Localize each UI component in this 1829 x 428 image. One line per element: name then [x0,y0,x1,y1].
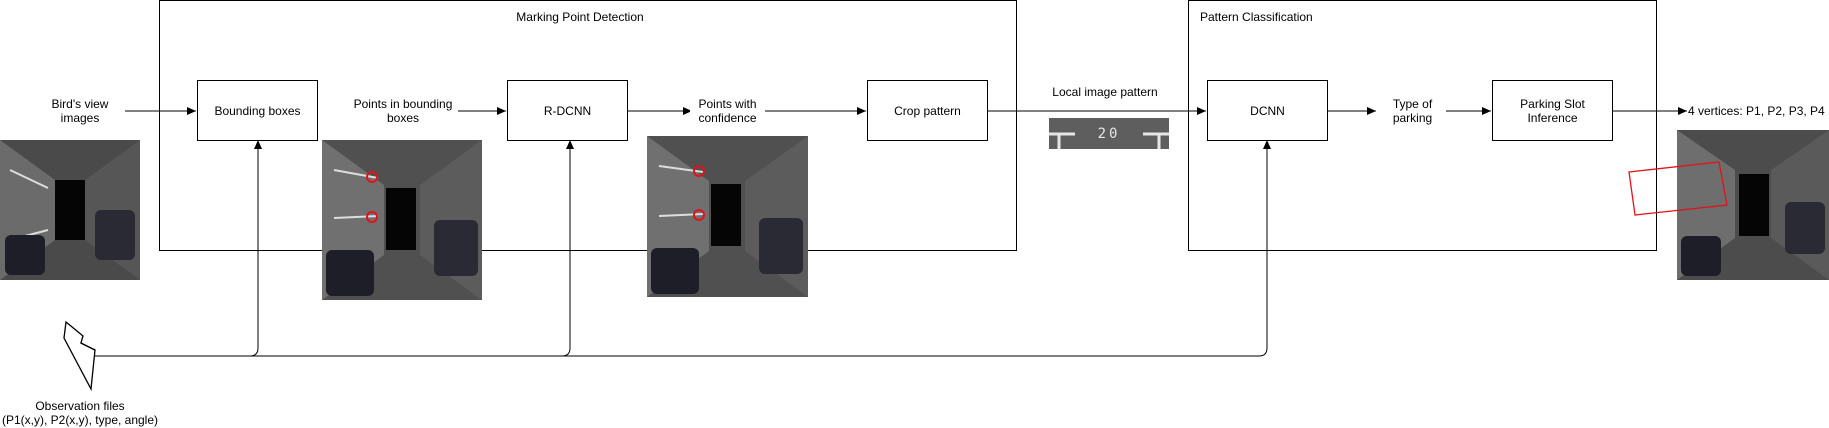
document-icon [63,320,96,392]
crop-pattern-box: Crop pattern [867,80,988,141]
points-conf-label: Points with confidence [690,97,765,125]
local-pattern-image: 20 [1049,118,1169,149]
points-conf-image [647,136,808,297]
local-pattern-label: Local image pattern [1052,85,1158,99]
birds-view-label: Bird's view images [51,97,109,125]
pattern-classification-group [1188,0,1657,251]
observation-files-label: Observation files [35,399,125,413]
result-image [1677,130,1829,280]
points-in-bb-label: Points in bounding boxes [348,97,458,125]
parking-slot-inference-box: Parking Slot Inference [1492,80,1613,141]
type-of-parking-label: Type of parking [1380,97,1445,125]
dcnn-box: DCNN [1207,80,1328,141]
points-in-bb-image [322,140,482,300]
birds-view-image [0,140,140,280]
bounding-boxes-box: Bounding boxes [197,80,318,141]
marking-point-detection-title: Marking Point Detection [516,10,644,24]
vertices-label: 4 vertices: P1, P2, P3, P4 [1688,104,1825,118]
pattern-classification-title: Pattern Classification [1200,10,1313,24]
pattern-number: 20 [1097,126,1121,142]
marking-point-detection-group [159,0,1017,251]
r-dcnn-box: R-DCNN [507,80,628,141]
observation-files-fields: (P1(x,y), P2(x,y), type, angle) [1,413,159,427]
